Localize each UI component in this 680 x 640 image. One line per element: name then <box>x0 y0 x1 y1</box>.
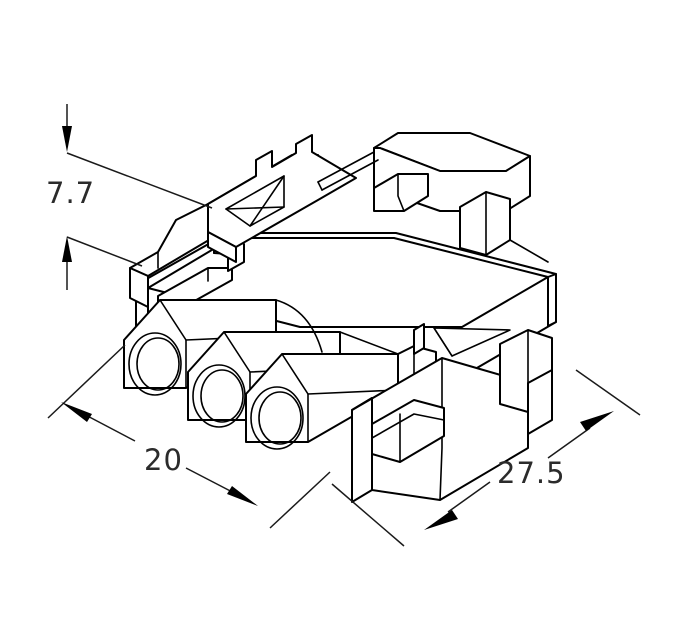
side-plate-outer <box>351 397 373 503</box>
rail-stringer-upper <box>317 151 375 183</box>
dimension-label-20: 20 <box>144 443 183 477</box>
ext-line-20-left <box>47 344 126 419</box>
ext-line-20-right <box>269 471 331 529</box>
dim-line-27-5-b <box>547 427 591 459</box>
ext-line-27-5-right <box>575 369 641 416</box>
wedge-recess-left-inner <box>225 206 285 210</box>
top-rail-left-leg-edge <box>397 173 405 212</box>
wedge-recess-left-fold <box>249 175 285 227</box>
dim-arrow-27-5-right <box>580 411 614 431</box>
rear-center-riser <box>413 323 425 355</box>
dimension-label-7-7: 7.7 <box>46 176 95 210</box>
dim-arrow-20-right <box>227 486 258 506</box>
top-rail-body-joint <box>509 239 549 263</box>
dim-arrow-20-left <box>61 402 92 422</box>
dimension-height-7-7: 7.7 <box>46 104 213 290</box>
side-wall-back-slice <box>527 369 553 435</box>
dimension-width-20: 20 <box>47 344 331 529</box>
wedge-recess-right-group <box>433 327 511 357</box>
ext-line-7-7-bottom <box>66 236 143 267</box>
rail-stringer-lower <box>321 159 379 191</box>
housing-1-bore-outer <box>128 332 182 396</box>
housing-3-bore-inner <box>258 391 302 445</box>
side-wall-fold-edge <box>439 357 443 501</box>
housing-2-bore-inner <box>200 369 244 423</box>
housing-1-bore-inner <box>136 337 180 391</box>
dimension-length-27-5: 27.5 <box>331 369 641 547</box>
upper-blade-top <box>207 134 357 248</box>
housing-fillet-arc-2 <box>339 331 399 355</box>
terminal-housings <box>123 299 399 450</box>
dim-arrow-7-7-down <box>62 126 72 152</box>
housing-fillet-arc <box>275 299 323 353</box>
side-wall-window <box>371 399 445 463</box>
ext-line-27-5-left <box>331 483 405 547</box>
ext-line-7-7-top <box>66 152 213 209</box>
body-right-end-face <box>547 273 557 327</box>
dim-arrow-27-5-left <box>424 510 458 530</box>
dim-line-27-5-a <box>447 481 491 513</box>
upper-blade-front <box>207 231 237 263</box>
right-side-wall <box>351 329 553 503</box>
upper-latch-blade <box>207 134 357 263</box>
window-sill <box>371 413 445 439</box>
rail-stringer-end <box>317 181 323 191</box>
dimension-label-27-5: 27.5 <box>497 456 566 490</box>
terminal-housing-1 <box>123 299 277 396</box>
housing-3-bore-outer <box>250 386 304 450</box>
wedge-recess-right-fold <box>433 327 453 357</box>
top-rail-bridge <box>317 132 549 263</box>
dim-arrow-7-7-up <box>62 236 72 262</box>
